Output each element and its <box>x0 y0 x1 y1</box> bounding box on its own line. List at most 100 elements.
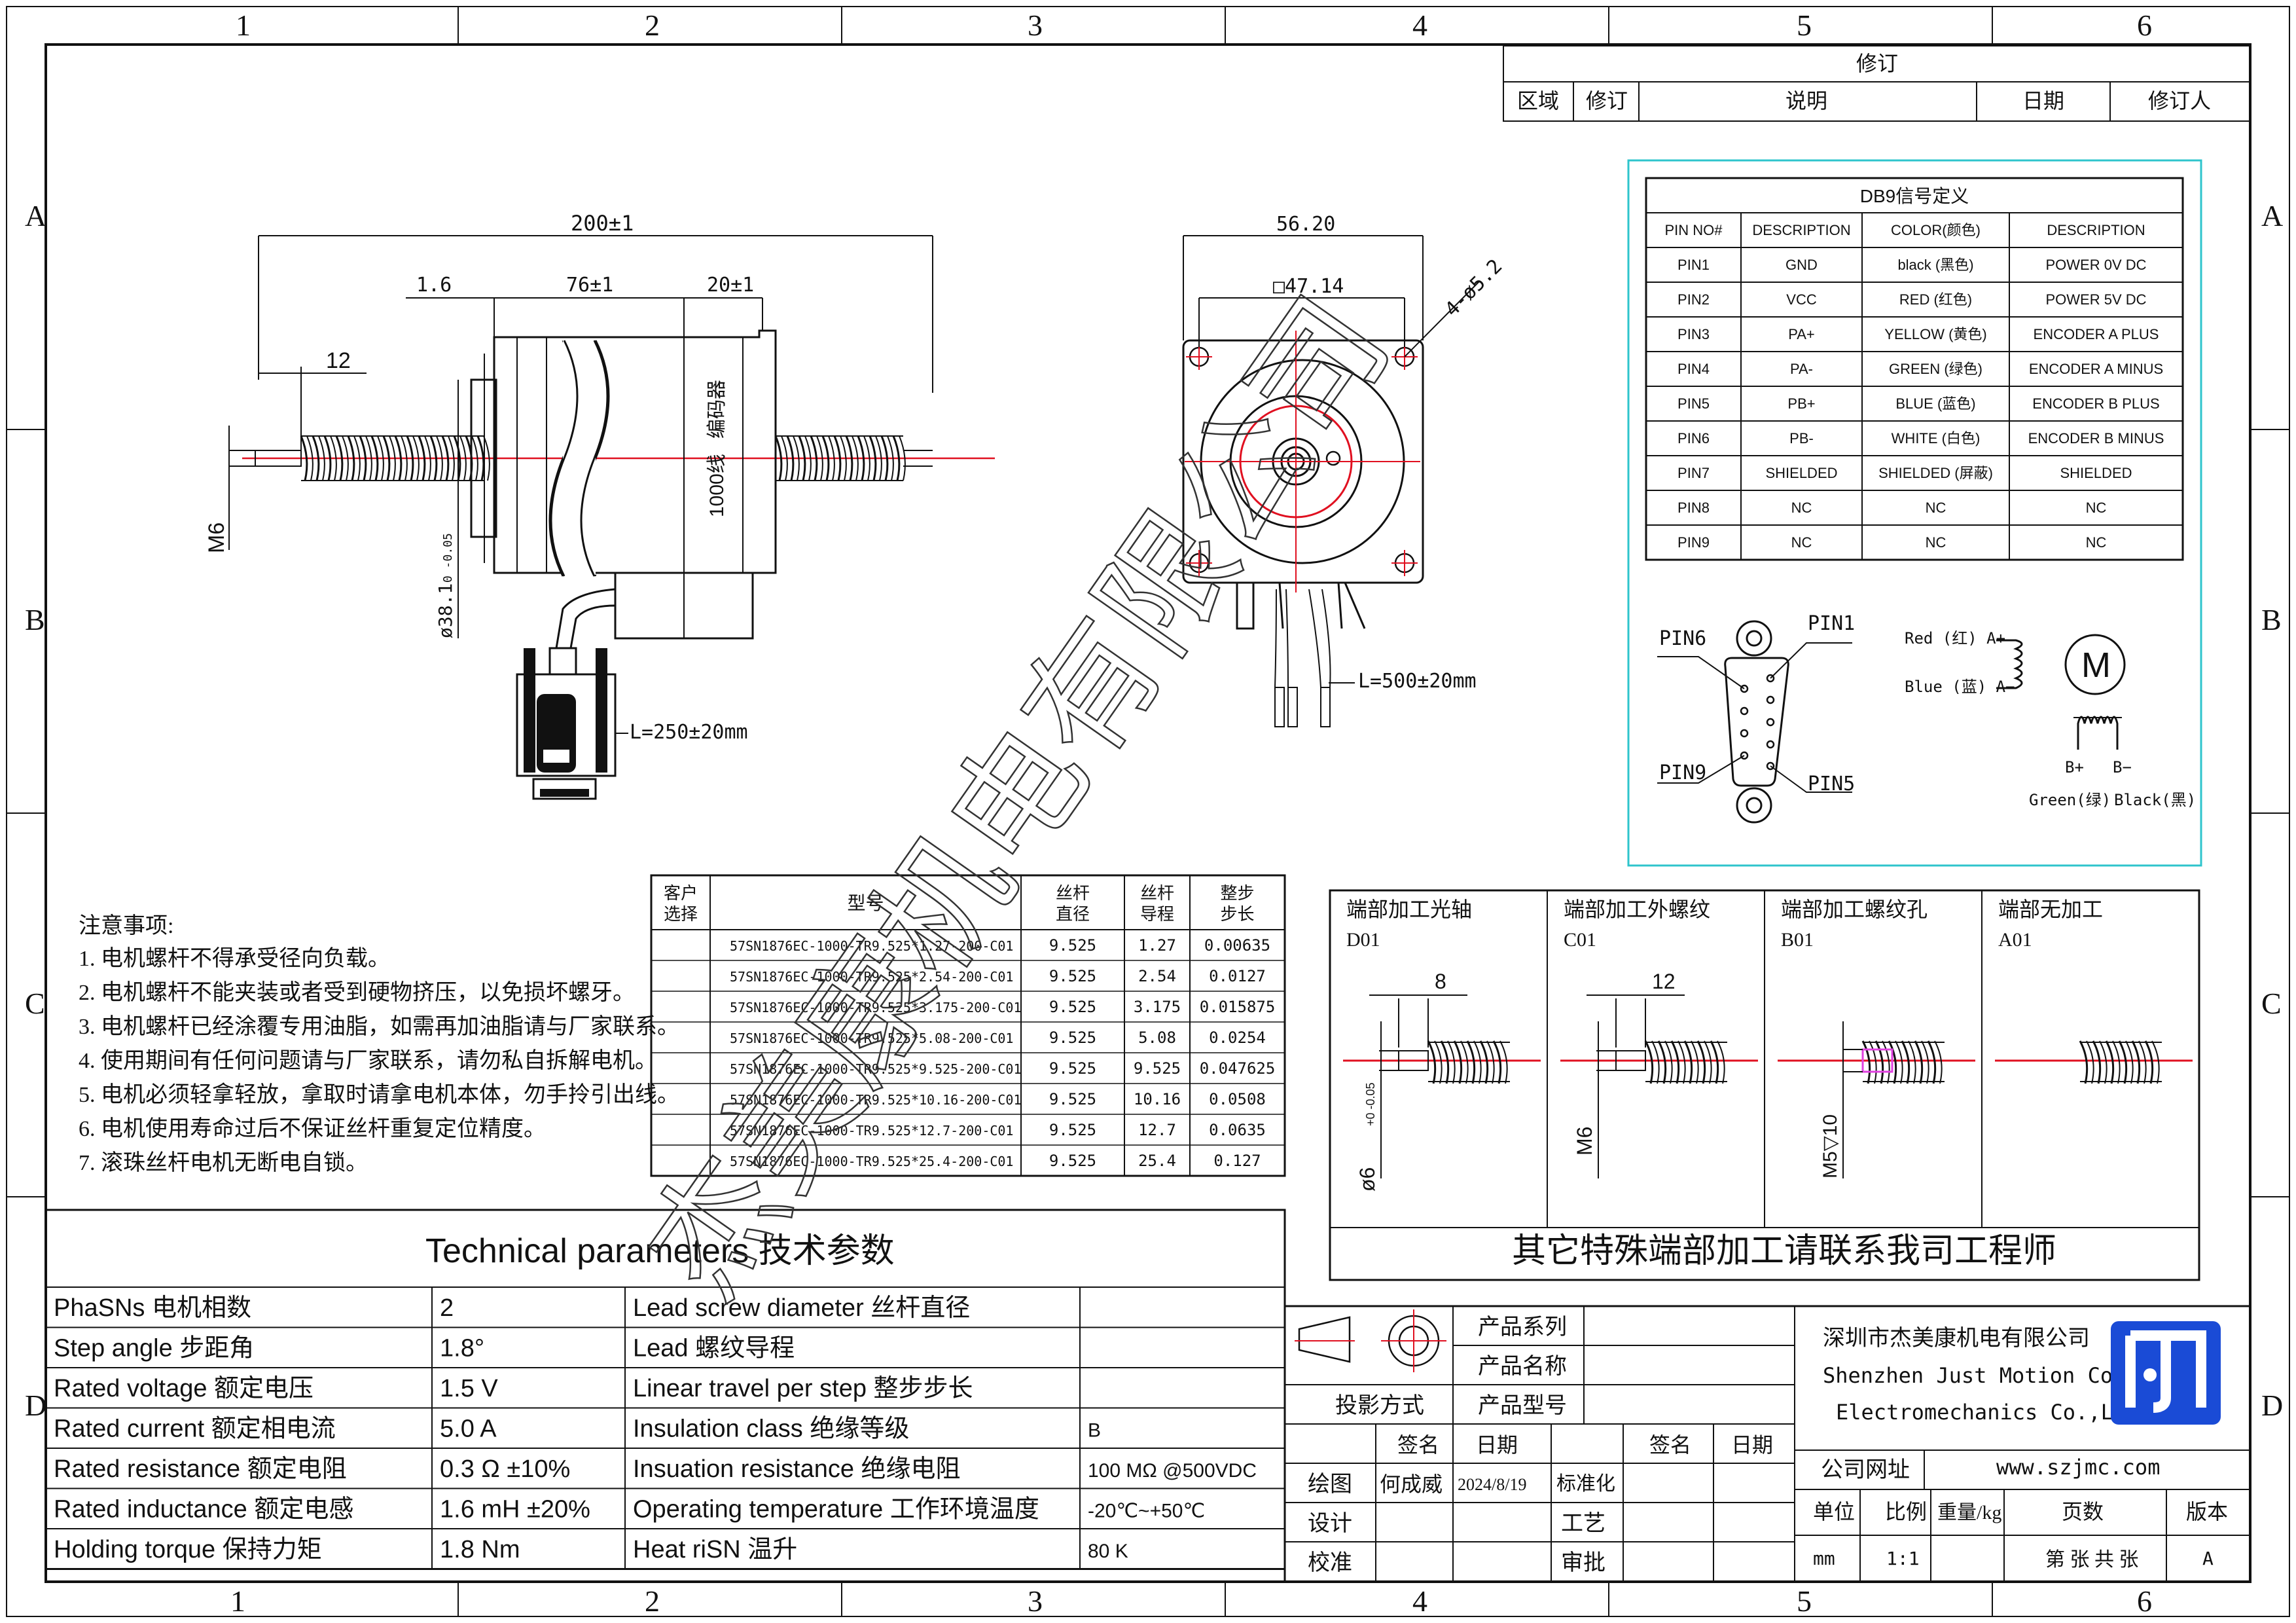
tech-cell: 2 <box>440 1294 454 1322</box>
model-cell: 9.525 <box>1049 967 1096 985</box>
model-cell: 25.4 <box>1138 1152 1176 1170</box>
hole-dim: 4-ø5.2 <box>1441 255 1507 321</box>
end-tolerance: +0 -0.05 <box>1364 1082 1377 1126</box>
title-block: 投影方式 产品系列 产品名称 产品型号 签名 日期 签名 日期 绘图 何成威 2… <box>1283 1305 2251 1583</box>
pilot-tolerance: 0 -0.05 <box>441 533 455 583</box>
column-label: 5 <box>1797 9 1812 42</box>
process-label: 工艺 <box>1561 1512 1605 1536</box>
model-cell: 0.00635 <box>1204 936 1270 955</box>
unit-value: mm <box>1813 1548 1835 1569</box>
end-dim: 12 <box>1652 970 1676 993</box>
model-table: 客户选择型号丝杆直径丝杆导程整步步长57SN1876EC-1000-TR9.52… <box>650 874 1286 1177</box>
website-label: 公司网址 <box>1821 1458 1910 1482</box>
db9-header: PIN NO# <box>1664 222 1723 238</box>
model-number: 57SN1876EC-1000-TR9.525*25.4-200-C01 <box>730 1154 1013 1169</box>
model-cell: 9.525 <box>1049 1152 1096 1170</box>
tech-cell: Operating temperature 工作环境温度 <box>633 1496 1039 1523</box>
overall-length-dim: 200±1 <box>571 211 634 236</box>
tech-title: Technical parameters 技术参数 <box>425 1232 895 1270</box>
model-cell: 1.27 <box>1138 936 1176 955</box>
note-item: 6. 电机使用寿命过后不保证丝杆重复定位精度。 <box>79 1116 546 1141</box>
revision-header: 修订 <box>1586 89 1628 113</box>
revision-header: 区域 <box>1517 89 1559 113</box>
check-label: 校准 <box>1308 1550 1352 1575</box>
column-label: 3 <box>1028 9 1043 42</box>
db9-cell: PIN3 <box>1677 326 1710 342</box>
model-cell: 0.0635 <box>1209 1121 1266 1139</box>
end-side-dim: ø6 <box>1355 1167 1379 1192</box>
projection-label: 投影方式 <box>1335 1393 1424 1418</box>
db9-cell: NC <box>1791 534 1812 551</box>
tech-cell: Holding torque 保持力矩 <box>54 1536 322 1563</box>
sign-label: 签名 <box>1397 1433 1439 1457</box>
db9-cell: WHITE (白色) <box>1892 430 1981 447</box>
model-header: 直径 <box>1056 905 1090 924</box>
db9-cell: YELLOW (黄色) <box>1884 326 1986 342</box>
weight-label: 重量/kg <box>1937 1502 2001 1523</box>
note-item: 4. 使用期间有任何问题请与厂家联系，请勿私自拆解电机。 <box>79 1048 657 1073</box>
tech-cell: Rated inductance 额定电感 <box>54 1496 353 1523</box>
pages-value: 第 张 共 张 <box>2045 1549 2139 1571</box>
motor-symbol: M <box>2081 646 2111 685</box>
db9-cell: PA- <box>1790 361 1813 377</box>
column-label: 6 <box>2137 1584 2152 1618</box>
tech-cell: Insulation class 绝缘等级 <box>633 1415 909 1443</box>
pin-label: PIN5 <box>1808 773 1855 795</box>
column-label: 1 <box>230 1584 245 1618</box>
db9-header: DESCRIPTION <box>1752 222 1850 238</box>
row-label: D <box>2261 1389 2283 1422</box>
column-label: 3 <box>1028 1584 1043 1618</box>
db9-cell: POWER 5V DC <box>2045 291 2146 308</box>
tech-cell: 100 MΩ @500VDC <box>1088 1460 1257 1482</box>
column-label: 6 <box>2137 9 2152 42</box>
db9-header: DESCRIPTION <box>2047 222 2145 238</box>
series-label: 产品系列 <box>1478 1315 1567 1340</box>
tech-cell: 1.8 Nm <box>440 1536 520 1563</box>
db9-cell: ENCODER A MINUS <box>2029 361 2163 377</box>
a-plus-label: Red (红) A+ <box>1905 629 2005 647</box>
model-number: 57SN1876EC-1000-TR9.525*12.7-200-C01 <box>730 1123 1013 1139</box>
model-label: 产品型号 <box>1478 1393 1567 1418</box>
model-header: 步长 <box>1220 905 1254 924</box>
end-code: D01 <box>1346 929 1380 951</box>
column-label: 2 <box>645 1584 660 1618</box>
model-number: 57SN1876EC-1000-TR9.525*9.525-200-C01 <box>730 1061 1022 1077</box>
scale-value: 1:1 <box>1886 1548 1920 1569</box>
row-label: C <box>25 987 45 1020</box>
drawer-name: 何成威 <box>1380 1472 1443 1496</box>
version-label: 版本 <box>2186 1500 2228 1523</box>
column-label: 5 <box>1797 1584 1812 1618</box>
db9-cell: PA+ <box>1788 326 1815 342</box>
end-code: A01 <box>1998 929 2032 951</box>
note-item: 3. 电机螺杆已经涂覆专用油脂，如需再加油脂请与厂家联系。 <box>79 1014 679 1039</box>
a-minus-label: Blue (蓝) A− <box>1905 678 2015 696</box>
end-title: 端部加工螺纹孔 <box>1781 898 1928 921</box>
db9-cell: ENCODER A PLUS <box>2034 326 2159 342</box>
model-cell: 0.0254 <box>1209 1029 1266 1047</box>
green-label: Green(绿) <box>2029 791 2111 809</box>
tech-cell: Insuation resistance 绝缘电阻 <box>633 1455 961 1483</box>
tech-cell: 1.6 mH ±20% <box>440 1496 590 1523</box>
db9-cell: GND <box>1785 257 1818 273</box>
pin-label: PIN6 <box>1659 627 1706 650</box>
draw-date: 2024/8/19 <box>1458 1475 1526 1494</box>
note-item: 2. 电机螺杆不能夹装或者受到硬物挤压，以免损坏螺牙。 <box>79 980 635 1005</box>
encoder-label-2: 编码器 <box>706 380 728 439</box>
model-number: 57SN1876EC-1000-TR9.525*5.08-200-C01 <box>730 1030 1013 1046</box>
b-minus-label: B− <box>2113 758 2132 776</box>
model-cell: 2.54 <box>1138 967 1176 985</box>
model-header: 客户 <box>664 884 698 903</box>
db9-cell: PIN1 <box>1677 257 1710 273</box>
db9-cell: ENCODER B MINUS <box>2028 430 2164 447</box>
model-header: 型号 <box>847 893 884 914</box>
thread-dim: M6 <box>204 522 229 553</box>
column-label: 2 <box>645 9 660 42</box>
tech-cell: Step angle 步距角 <box>54 1335 254 1362</box>
tech-cell: Linear travel per step 整步步长 <box>633 1375 973 1402</box>
sign-label: 签名 <box>1649 1433 1691 1457</box>
db9-connector-diagram: PIN6 PIN1 PIN9 PIN5 <box>1657 612 1855 824</box>
model-cell: 9.525 <box>1049 936 1096 955</box>
